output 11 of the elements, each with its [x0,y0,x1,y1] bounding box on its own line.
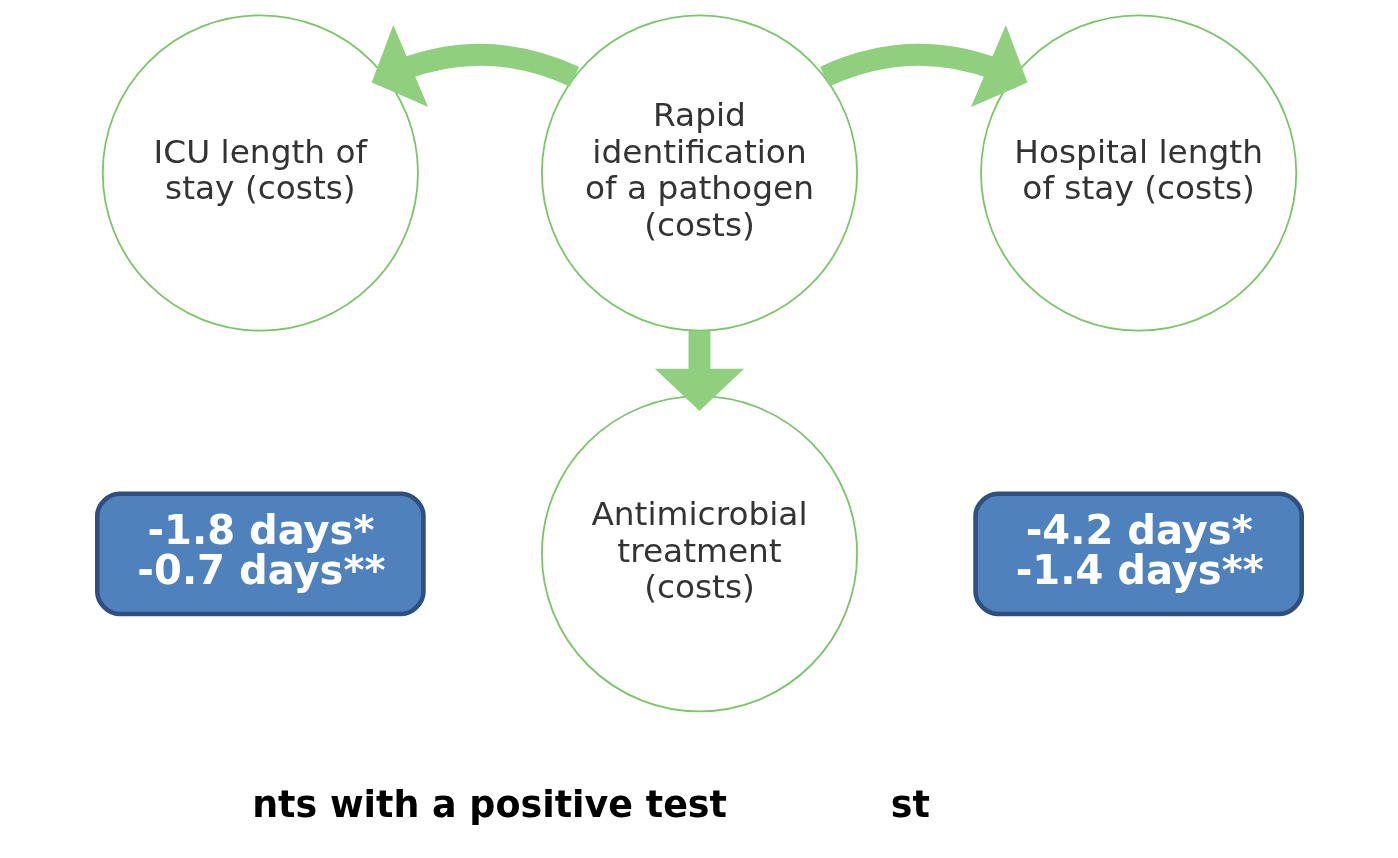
node-circle: Antimicrobial treatment (costs) [540,395,858,713]
label: st [890,783,930,827]
node-box: -4.2 days* -1.4 days** [972,491,1304,617]
label: nts with a positive test [251,783,727,827]
node-box: -1.8 days* -0.7 days** [94,491,426,617]
node-circle: ICU length of stay (costs) [101,14,419,332]
arrow [819,24,1027,107]
node-circle: Hospital length of stay (costs) [979,14,1297,332]
arrow [654,330,744,412]
node-circle: Rapid identification of a pathogen (costs) [540,14,858,332]
arrow [371,24,579,107]
